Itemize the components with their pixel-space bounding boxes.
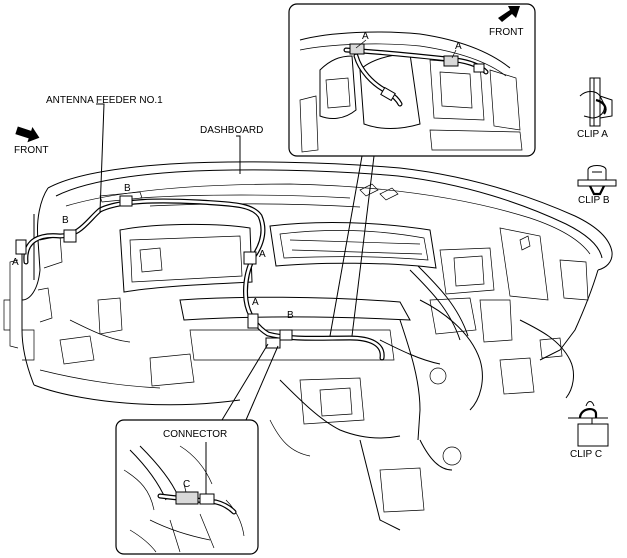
- clip-b-icon: [577, 165, 617, 196]
- connector-label: CONNECTOR: [163, 429, 228, 440]
- top-detail-inset: [288, 3, 536, 157]
- callout-c-inset: C: [183, 479, 191, 490]
- leader-lines: [96, 103, 375, 421]
- callout-a-center: A: [252, 297, 259, 308]
- connector-detail-inset: [115, 419, 259, 555]
- callout-b-top: B: [124, 183, 131, 194]
- clip-a-icon: [579, 77, 613, 127]
- dashboard-label: DASHBOARD: [200, 125, 264, 136]
- callout-b-center: B: [287, 310, 294, 321]
- front-label-top: FRONT: [489, 27, 524, 38]
- clip-b-label: CLIP B: [578, 195, 610, 206]
- callout-b-left: B: [62, 215, 69, 226]
- callout-a-right-upper: A: [259, 249, 266, 260]
- antenna-feeder-wire: [15, 195, 385, 361]
- clip-c-label: CLIP C: [570, 449, 603, 460]
- callout-a-inset-left: A: [362, 31, 369, 42]
- clip-c-icon: [568, 401, 609, 447]
- callout-a-inset-right: A: [455, 41, 462, 52]
- callout-a-left: A: [12, 257, 19, 268]
- clip-a-label: CLIP A: [577, 129, 608, 140]
- dashboard-outline: [3, 161, 613, 531]
- front-arrow-icon: [15, 126, 40, 143]
- antenna-feeder-label: ANTENNA FEEDER NO.1: [46, 95, 163, 106]
- front-label-left: FRONT: [14, 145, 49, 156]
